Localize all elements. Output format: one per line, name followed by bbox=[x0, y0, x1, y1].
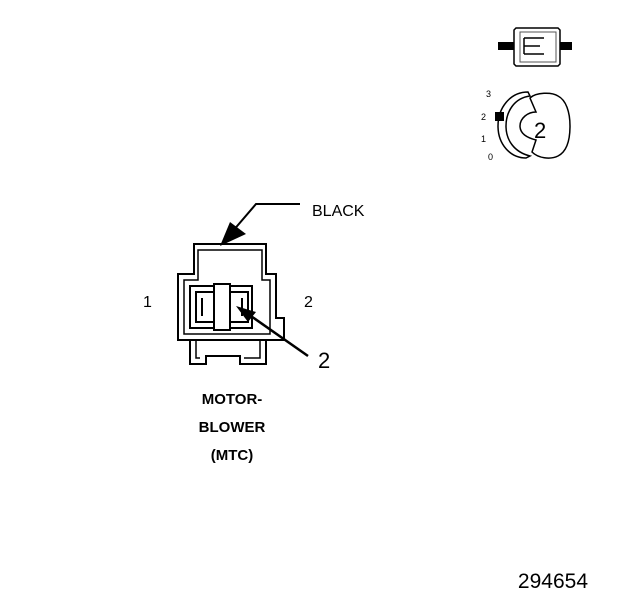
terminal-callout-arrowhead bbox=[236, 306, 256, 322]
wire-color-label: BLACK bbox=[312, 203, 365, 220]
terminal-blade bbox=[213, 283, 231, 331]
key-icon-cam bbox=[519, 92, 571, 159]
key-position-1: 1 bbox=[481, 134, 486, 144]
pin-label-1: 1 bbox=[143, 294, 152, 311]
connector-icon-right-pin bbox=[558, 42, 572, 50]
connector-latch-inner bbox=[195, 340, 261, 359]
connector-icon-left-pin bbox=[498, 42, 514, 50]
connector-icon bbox=[498, 27, 572, 67]
connector-icon-inner bbox=[519, 31, 557, 63]
connector-shell-inner bbox=[183, 249, 271, 335]
connector-icon-terminal bbox=[523, 37, 544, 55]
connector-name-line-1: MOTOR- bbox=[202, 391, 263, 408]
color-leader-arrowhead bbox=[220, 222, 246, 246]
terminal-callout bbox=[236, 306, 309, 358]
connector-name-line-2: BLOWER bbox=[199, 419, 266, 436]
key-icon: 3 2 1 0 2 bbox=[481, 89, 571, 162]
pin-label-2: 2 bbox=[304, 294, 313, 311]
figure-number: 294654 bbox=[518, 570, 588, 593]
key-position-3: 3 bbox=[486, 89, 491, 99]
connector-main bbox=[177, 243, 285, 365]
color-leader-line bbox=[231, 203, 300, 233]
key-position-0: 0 bbox=[488, 152, 493, 162]
key-icon-badge: 2 bbox=[534, 118, 546, 143]
connector-name-line-3: (MTC) bbox=[211, 447, 253, 464]
terminal-callout-line bbox=[247, 312, 309, 358]
terminal-callout-label: 2 bbox=[318, 348, 330, 373]
key-position-2: 2 bbox=[481, 112, 486, 122]
connector-latch bbox=[189, 340, 267, 365]
key-icon-marker bbox=[495, 112, 504, 121]
color-leader bbox=[220, 203, 300, 246]
